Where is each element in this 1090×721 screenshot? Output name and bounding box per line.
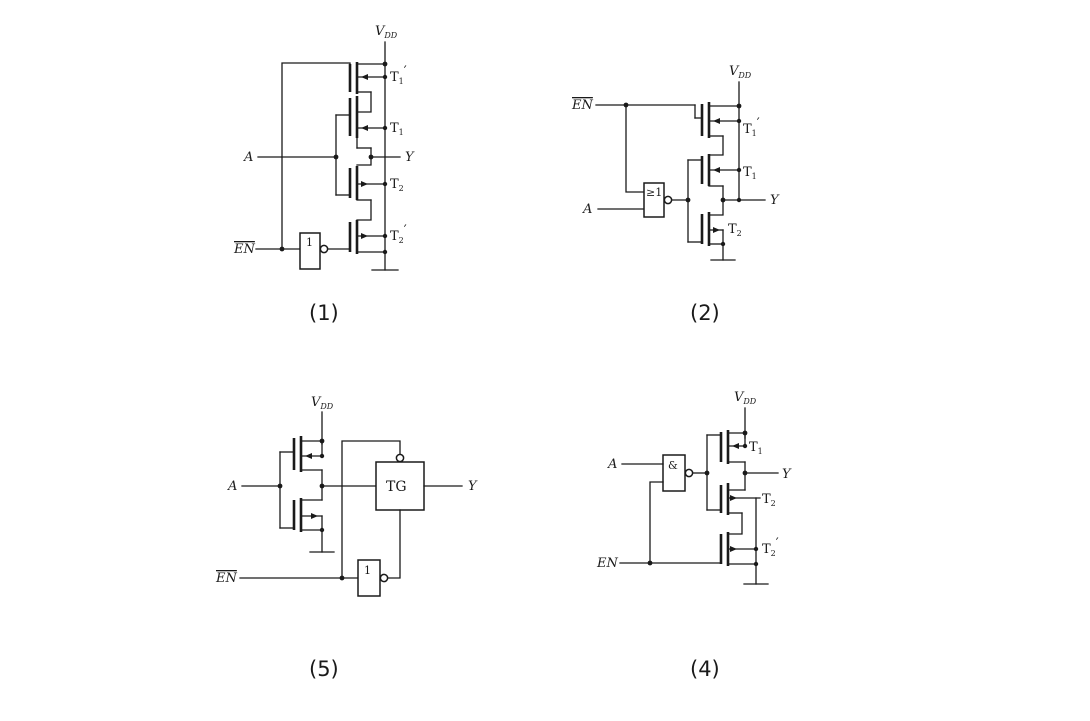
c1-t2-label: T2	[390, 177, 404, 193]
c4-output-label: Y	[782, 467, 792, 482]
c5-transistor-n	[292, 498, 325, 553]
caption-1: (1)	[309, 301, 339, 325]
caption-2: (2)	[690, 301, 720, 325]
circuit-1: VDD T1′ T1	[233, 24, 415, 271]
c2-t1p-label: T1′	[743, 116, 760, 138]
c1-vdd-label: VDD	[375, 24, 398, 40]
c4-transistor-t2p	[719, 532, 759, 567]
circuit-2: VDD T1′ T1 Y	[571, 64, 780, 261]
c5-transistor-p	[292, 436, 325, 472]
caption-4: (4)	[690, 657, 720, 681]
c2-en-bar-label: EN	[571, 98, 593, 113]
c1-not-gate	[299, 232, 321, 270]
c4-input-a-label: A	[607, 457, 617, 472]
c5-output-label: Y	[468, 479, 478, 494]
c1-t2p-label: T2′	[390, 223, 407, 245]
c4-t1-label: T1	[749, 440, 763, 456]
c2-transistor-t1p	[700, 102, 742, 138]
c5-tg-symbol: TG	[386, 479, 407, 495]
circuit-4: VDD T1 Y T2	[596, 390, 792, 585]
c1-transistor-t1p	[348, 62, 388, 94]
c2-vdd-label: VDD	[729, 64, 752, 80]
c2-input-a-label: A	[582, 202, 592, 217]
c2-nor-bubble	[663, 195, 673, 205]
c1-not-symbol: 1	[306, 236, 313, 249]
c1-en-bar-label: EN	[233, 242, 255, 257]
c1-transistor-t2p	[348, 220, 388, 255]
c4-nand-bubble	[684, 468, 694, 478]
c1-not-bubble	[319, 244, 329, 254]
c2-output-label: Y	[770, 193, 780, 208]
c2-transistor-t2	[700, 212, 726, 261]
c5-not-bubble	[379, 573, 389, 583]
c5-tg-bubble	[395, 453, 405, 463]
c4-nand-symbol: &	[668, 459, 678, 472]
c4-en-label: EN	[596, 556, 618, 571]
c1-t1-label: T1	[390, 121, 404, 137]
c1-en-to-t1p	[281, 62, 351, 250]
c1-transistor-t1	[348, 96, 388, 149]
c5-vdd-label: VDD	[311, 395, 334, 411]
c2-t2-label: T2	[728, 222, 742, 238]
c2-nor-symbol: ≥1	[646, 186, 662, 199]
c2-transistor-t1	[700, 154, 742, 187]
c5-input-a-label: A	[227, 479, 237, 494]
c4-vdd-label: VDD	[734, 390, 757, 406]
c4-transistor-t2	[719, 483, 761, 515]
c2-t1-label: T1	[743, 165, 757, 181]
caption-5: (5)	[309, 657, 339, 681]
c1-output-label: Y	[405, 150, 415, 165]
c1-transistor-t2	[348, 166, 388, 201]
c1-input-a-label: A	[243, 150, 253, 165]
c4-t2p-label: T2′	[762, 536, 779, 558]
c4-t2-label: T2	[762, 492, 776, 508]
circuit-5: VDD	[215, 395, 478, 597]
c5-en-bar-label: EN	[215, 571, 237, 586]
c5-not-symbol: 1	[364, 564, 371, 577]
c1-t1p-label: T1′	[390, 64, 407, 86]
c4-transistor-t1	[719, 430, 748, 464]
c1-output-node	[368, 154, 374, 160]
